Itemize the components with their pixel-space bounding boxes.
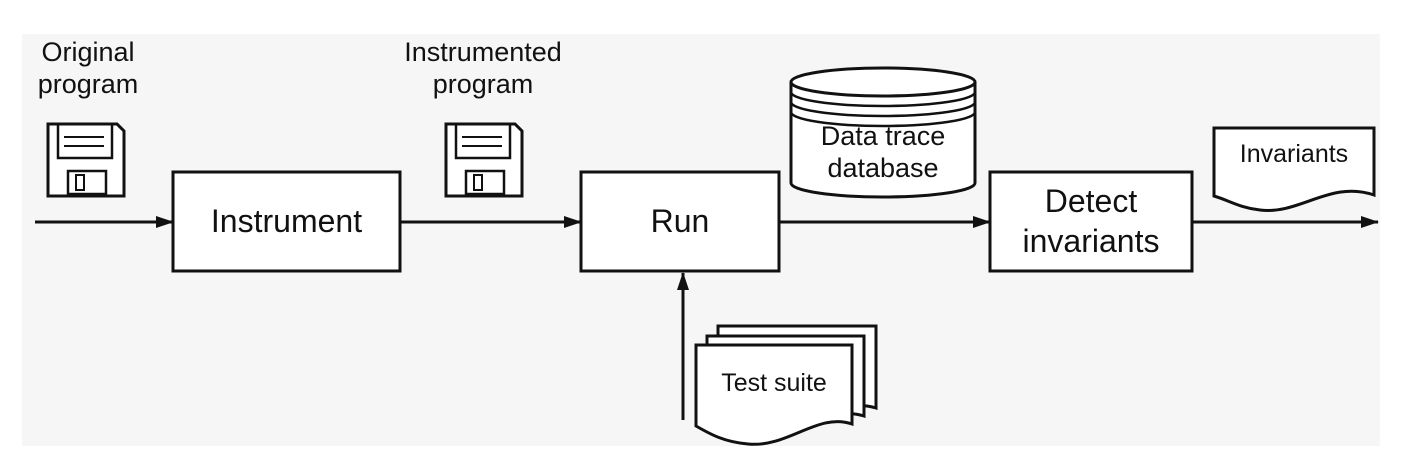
instrument-box xyxy=(171,170,402,273)
run-box xyxy=(579,170,781,273)
data-trace-database-label: Data trace database xyxy=(791,120,975,184)
invariants-label: Invariants xyxy=(1239,140,1349,168)
data-trace-database-line-1: Data trace xyxy=(820,121,946,151)
run-step-label: Run xyxy=(650,203,710,239)
document-icon xyxy=(1212,126,1376,212)
instrument-step-label: Instrument xyxy=(210,203,363,239)
instrumented-program-label-line-1: Instrumented xyxy=(404,37,562,67)
data-trace-database-line-2: database xyxy=(827,153,939,183)
instrumented-program-label: Instrumented program xyxy=(363,36,603,100)
detect-invariants-step-label: Detect invariants xyxy=(990,181,1192,261)
instrumented-program-label-line-2: program xyxy=(432,69,534,99)
original-program-label-line-1: Original xyxy=(41,37,135,67)
detect-invariants-line-2: invariants xyxy=(1022,223,1160,259)
test-suite-label: Test suite xyxy=(721,369,827,397)
original-program-label-line-2: program xyxy=(37,69,139,99)
document-stack-icon xyxy=(694,324,878,446)
detect-invariants-line-1: Detect xyxy=(1044,183,1138,219)
database-cylinder-icon xyxy=(789,66,977,199)
floppy-disk-icon xyxy=(46,122,126,198)
detect-invariants-box xyxy=(988,170,1194,273)
original-program-label: Original program xyxy=(0,36,208,100)
floppy-disk-icon xyxy=(444,122,524,198)
